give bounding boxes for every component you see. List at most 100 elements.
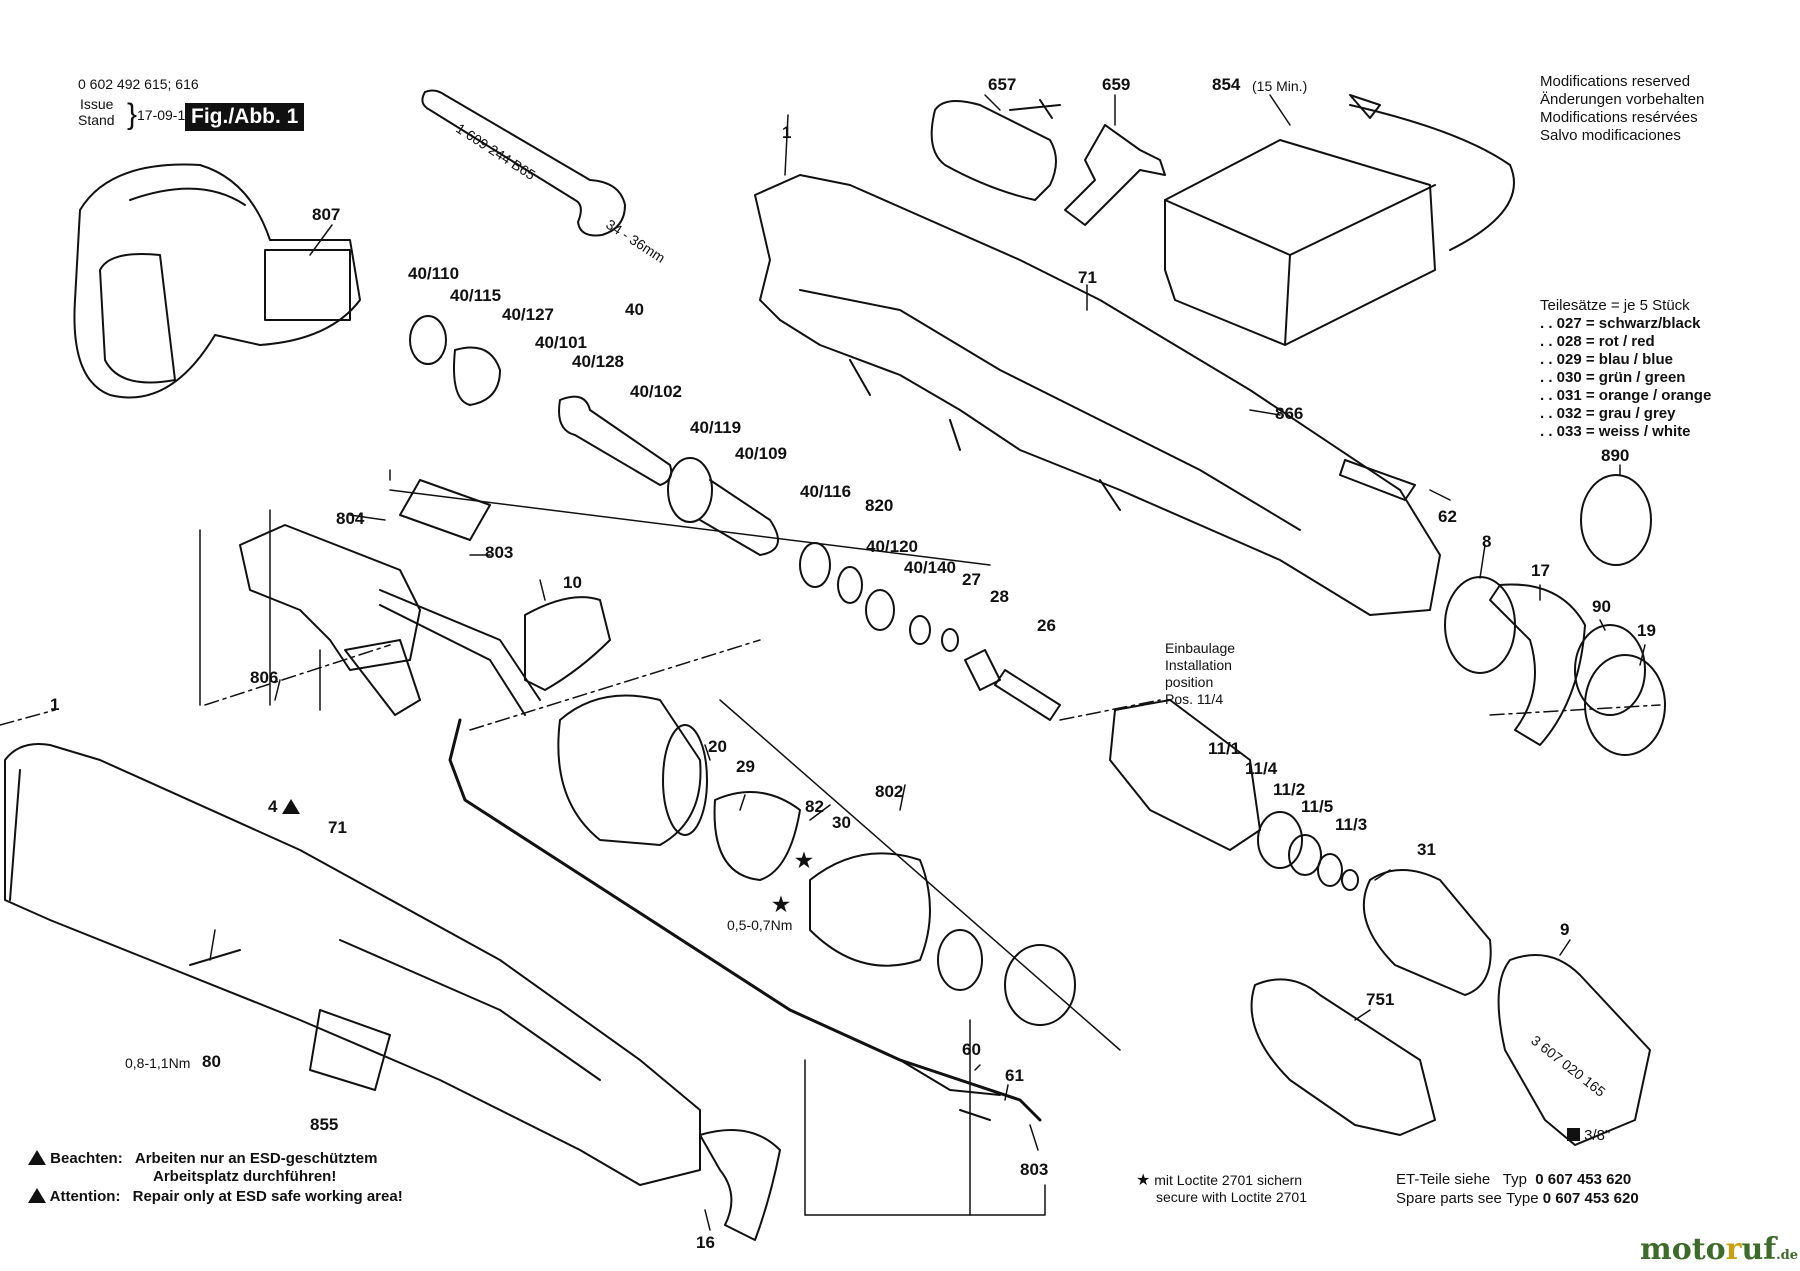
modifications-line: Änderungen vorbehalten	[1540, 91, 1705, 108]
part-label-80: 80	[202, 1052, 221, 1071]
loctite-note: ★ mit Loctite 2701 sichern secure with L…	[1136, 1172, 1307, 1206]
part-label-40-140: 40/140	[904, 558, 956, 577]
collar-16	[699, 1129, 781, 1241]
part-label-820: 820	[865, 496, 894, 515]
ring-19	[1584, 654, 1666, 756]
site-logo: motoruf.de	[1640, 1232, 1798, 1267]
esd-note-english: Attention: Repair only at ESD safe worki…	[28, 1188, 403, 1205]
part-label-40-116: 40/116	[800, 482, 852, 501]
figure-label: Fig./Abb. 1	[185, 103, 305, 131]
logo-part: r	[1725, 1232, 1742, 1267]
part-label-40-115: 40/115	[450, 286, 502, 305]
spindle-group	[1109, 699, 1359, 891]
o-ring-40-110	[409, 315, 447, 365]
part-label-40-102: 40/102	[630, 382, 682, 401]
part-label-802: 802	[875, 782, 904, 801]
beachten-text-2: Arbeitsplatz durchführen!	[153, 1168, 337, 1185]
part-set-item: . . 032 = grau / grey	[1540, 405, 1676, 422]
torque-spec-small: 0,5-0,7Nm	[727, 917, 793, 933]
part-label-11-5: 11/5	[1301, 797, 1334, 816]
part-label-40-128: 40/128	[572, 352, 624, 371]
motor	[557, 694, 1076, 1026]
square-drive-icon	[1567, 1128, 1580, 1141]
part-set-item: . . 029 = blau / blue	[1540, 351, 1673, 368]
part-label-71-body: 71	[328, 818, 347, 837]
gearbox-assembly	[453, 346, 1001, 691]
part-label-807: 807	[312, 205, 341, 224]
part-label-40: 40	[625, 300, 644, 319]
part-label-29: 29	[736, 757, 755, 776]
part-label-60: 60	[962, 1040, 981, 1059]
part-label-90: 90	[1592, 597, 1611, 616]
part-label-1-body: 1	[50, 695, 60, 714]
part-label-40-119: 40/119	[690, 418, 742, 437]
loctite-text-de: mit Loctite 2701 sichern	[1154, 1172, 1303, 1188]
beachten-label: Beachten:	[50, 1150, 123, 1167]
type-number: 0 607 453 620	[1535, 1171, 1632, 1188]
tool-body	[4, 743, 701, 1186]
part-label-8: 8	[1482, 532, 1492, 551]
part-label-806: 806	[250, 668, 279, 687]
part-numbers: 0 602 492 615; 616	[78, 76, 199, 92]
installation-position-note: Einbaulage Installation position Pos. 11…	[1165, 640, 1235, 708]
part-label-803-top: 803	[485, 543, 514, 562]
part-label-4: 4	[268, 797, 301, 817]
spare-label: Spare parts see	[1396, 1190, 1502, 1207]
cable-803	[448, 718, 1042, 1122]
attention-label: Attention:	[49, 1188, 121, 1205]
part-set-item: . . 028 = rot / red	[1540, 333, 1655, 350]
drive-size: 3/8"	[1567, 1127, 1610, 1144]
part-label-855: 855	[310, 1115, 339, 1134]
collar-17	[1489, 583, 1586, 746]
sleeve-31	[1362, 869, 1492, 996]
attention-text: Repair only at ESD safe working area!	[132, 1188, 403, 1205]
part-label-659: 659	[1102, 75, 1131, 94]
drive-size-text: 3/8"	[1584, 1127, 1611, 1144]
part-label-61: 61	[1005, 1066, 1024, 1085]
part-label-16: 16	[696, 1233, 715, 1252]
part-label-40-101: 40/101	[535, 333, 587, 352]
part-set-item: . . 030 = grün / green	[1540, 369, 1686, 386]
part-label-890: 890	[1601, 446, 1630, 465]
part-label-40-127: 40/127	[502, 305, 554, 324]
cover-10	[524, 596, 611, 691]
part-sets-title: Teilesätze = je 5 Stück	[1540, 297, 1690, 314]
part-label-82: 82	[805, 797, 824, 816]
torque-spec-80: 0,8-1,1Nm	[125, 1055, 191, 1071]
part-label-11-3: 11/3	[1335, 815, 1368, 834]
part-label-30: 30	[832, 813, 851, 832]
part-label-9: 9	[1560, 920, 1570, 939]
ring-8	[1444, 576, 1516, 674]
modifications-line: Modifications reserved	[1540, 73, 1691, 90]
esd-warning-icon	[282, 799, 301, 814]
belt-clip	[1064, 124, 1166, 226]
modifications-line: Salvo modificaciones	[1540, 127, 1681, 144]
part-label-657: 657	[988, 75, 1017, 94]
part-label-26: 26	[1037, 616, 1056, 635]
part-label-27: 27	[962, 570, 981, 589]
et-label: ET-Teile siehe	[1396, 1171, 1491, 1188]
part-set-item: . . 027 = schwarz/black	[1540, 315, 1701, 332]
part-label-854: 854	[1212, 75, 1241, 94]
issue-date: 17-09-13	[137, 107, 194, 123]
angle-head-9	[1497, 954, 1651, 1146]
leader-lines	[209, 94, 1646, 1231]
part-label-11-4: 11/4	[1245, 759, 1278, 778]
brace-symbol: }	[127, 98, 138, 131]
logo-part: moto	[1640, 1232, 1726, 1267]
type-number: 0 607 453 620	[1542, 1190, 1639, 1207]
installation-line: position	[1165, 674, 1214, 690]
part-set-item: . . 031 = orange / orange	[1540, 387, 1712, 404]
typ-label: Typ	[1502, 1171, 1527, 1188]
installation-line: Installation	[1165, 657, 1232, 673]
part-label-803-bottom: 803	[1020, 1160, 1049, 1179]
part-set-item: . . 033 = weiss / white	[1540, 423, 1691, 440]
storage-case	[930, 99, 1061, 201]
charger	[1164, 94, 1515, 346]
angle-head-751	[1250, 978, 1436, 1136]
part-label-71-top: 71	[1078, 268, 1097, 287]
o-ring-890	[1580, 474, 1652, 566]
beachten-text: Arbeiten nur an ESD-geschütztem	[134, 1150, 378, 1167]
type-label: Type	[1506, 1190, 1539, 1207]
